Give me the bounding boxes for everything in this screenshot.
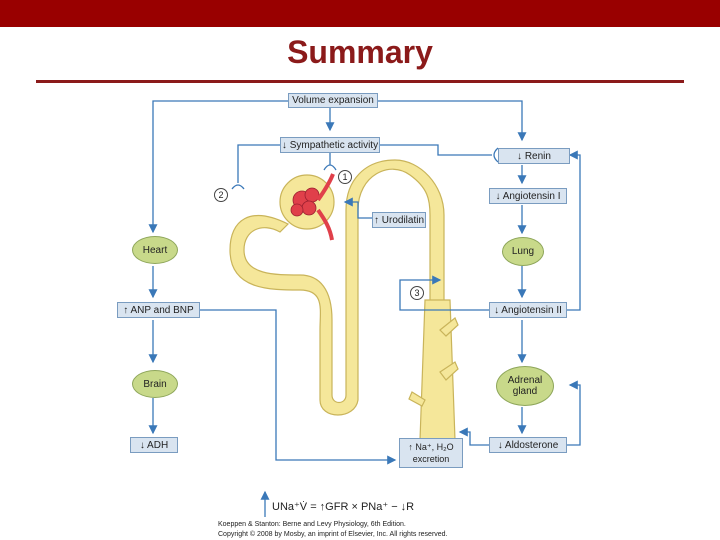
angiotensin-i-box: ↓ Angiotensin I [489, 188, 567, 204]
connector-lines [148, 100, 581, 517]
urodilatin-box: ↑ Urodilatin [372, 212, 426, 228]
credit-line-2: Copyright © 2008 by Mosby, an imprint of… [218, 531, 448, 538]
nephron [229, 159, 459, 441]
marker-1: 1 [338, 170, 352, 184]
afferent-arteriole [316, 173, 335, 202]
excretion-line2: excretion [412, 454, 450, 464]
credit-line-1: Koeppen & Stanton: Berne and Levy Physio… [218, 521, 406, 528]
lung-oval: Lung [502, 237, 544, 266]
sympathetic-activity-box: ↓ Sympathetic activity [280, 137, 380, 153]
renin-box: ↓ Renin [498, 148, 570, 164]
marker-3: 3 [410, 286, 424, 300]
adrenal-gland-oval: Adrenal gland [496, 366, 554, 406]
efferent-arteriole [316, 208, 334, 241]
title-rule [36, 80, 684, 83]
excretion-equation: UNa⁺V̇ = ↑GFR × PNa⁺ − ↓R [272, 501, 415, 513]
heart-oval: Heart [132, 236, 178, 264]
aldosterone-box: ↓ Aldosterone [489, 437, 567, 453]
header-bar [0, 0, 720, 27]
anp-bnp-box: ↑ ANP and BNP [117, 302, 200, 318]
angiotensin-ii-box: ↓ Angiotensin II [489, 302, 567, 318]
excretion-line1: ↑ Na⁺, H₂O [408, 442, 454, 452]
glomerulus [290, 187, 320, 217]
adh-box: ↓ ADH [130, 437, 178, 453]
volume-expansion-box: Volume expansion [288, 93, 378, 108]
marker-2: 2 [214, 188, 228, 202]
excretion-box: ↑ Na⁺, H₂O excretion [399, 438, 463, 468]
slide-title: Summary [287, 34, 433, 70]
brain-oval: Brain [132, 370, 178, 398]
